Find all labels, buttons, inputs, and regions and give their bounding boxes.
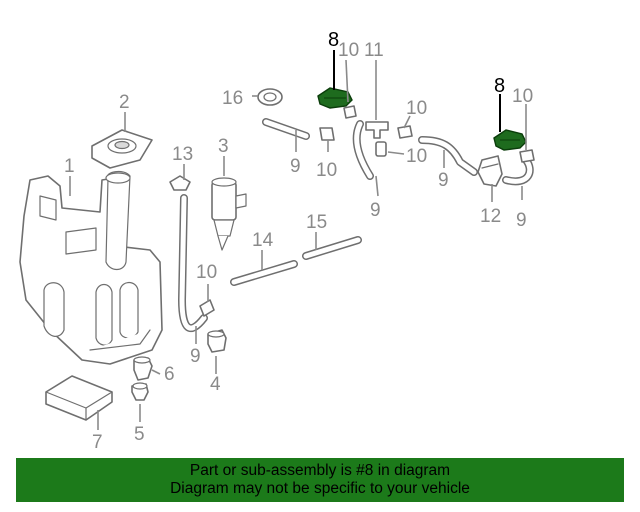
connector-upper-center[interactable] (343, 105, 357, 119)
hose-clip[interactable] (169, 175, 191, 191)
banner-line-1: Part or sub-assembly is #8 in diagram (189, 462, 451, 479)
callout-16: 16 (222, 88, 243, 109)
washer-nozzle-right[interactable] (493, 129, 527, 151)
hose-right[interactable] (502, 156, 534, 186)
washer-reservoir[interactable] (19, 170, 163, 365)
callout-14: 14 (252, 230, 274, 251)
parts-diagram: 1 2 3 4 5 6 7 8 8 9 9 9 9 9 10 10 10 10 … (19, 29, 535, 453)
connector-center-right[interactable] (397, 125, 413, 139)
callout-10-upper-left: 10 (316, 160, 337, 181)
callout-11: 11 (364, 40, 384, 61)
connector-right[interactable] (519, 149, 535, 163)
level-sensor[interactable] (133, 356, 153, 381)
callout-labels: 1 2 3 4 5 6 7 8 8 9 9 9 9 9 10 10 10 10 … (64, 29, 533, 453)
filter-pad[interactable] (45, 375, 113, 421)
callout-10-lower-left: 10 (196, 262, 217, 283)
pipe-15[interactable] (302, 236, 362, 260)
callout-9-center: 9 (370, 200, 381, 221)
callout-4: 4 (210, 374, 221, 395)
callout-15: 15 (306, 212, 327, 233)
hose-center-right[interactable] (418, 136, 478, 176)
callout-5: 5 (134, 424, 145, 445)
callout-10-mid-right: 10 (406, 146, 427, 167)
reservoir-cap[interactable] (91, 129, 153, 169)
connector-upper-left[interactable] (319, 127, 335, 141)
hose-upper-left[interactable] (262, 118, 310, 140)
info-banner: Part or sub-assembly is #8 in diagram Di… (16, 458, 624, 502)
callout-9-lower-left: 9 (190, 346, 201, 367)
check-valve[interactable] (375, 141, 387, 157)
callout-8-right: 8 (494, 75, 505, 97)
connector-lower-left[interactable] (199, 299, 215, 317)
callout-13: 13 (172, 144, 193, 165)
hose-center-vertical[interactable] (352, 120, 374, 180)
callout-6: 6 (164, 364, 175, 385)
callout-1: 1 (64, 156, 75, 177)
seal-ring[interactable] (257, 88, 283, 106)
nozzle-bracket[interactable] (477, 155, 503, 187)
pump-grommet[interactable] (207, 329, 227, 353)
hose-lower-left[interactable] (178, 194, 208, 332)
callout-9-right: 9 (516, 210, 527, 231)
level-sensor-seal[interactable] (131, 382, 149, 401)
tee-connector[interactable] (365, 121, 389, 139)
callout-9-upper-left: 9 (290, 156, 301, 177)
callout-10-mid-center: 10 (406, 98, 427, 119)
callout-2: 2 (119, 92, 130, 113)
pipe-14[interactable] (230, 260, 298, 286)
callout-3: 3 (218, 136, 229, 157)
banner-line-2: Diagram may not be specific to your vehi… (170, 480, 470, 497)
callout-7: 7 (92, 432, 103, 453)
callout-8-left: 8 (328, 29, 339, 51)
callout-12: 12 (480, 206, 501, 227)
callout-10-top-center: 10 (338, 40, 359, 61)
washer-pump[interactable] (211, 177, 247, 251)
callout-10-top-right: 10 (512, 86, 533, 107)
leader-lines (69, 50, 527, 430)
callout-9-center-right: 9 (438, 170, 449, 191)
